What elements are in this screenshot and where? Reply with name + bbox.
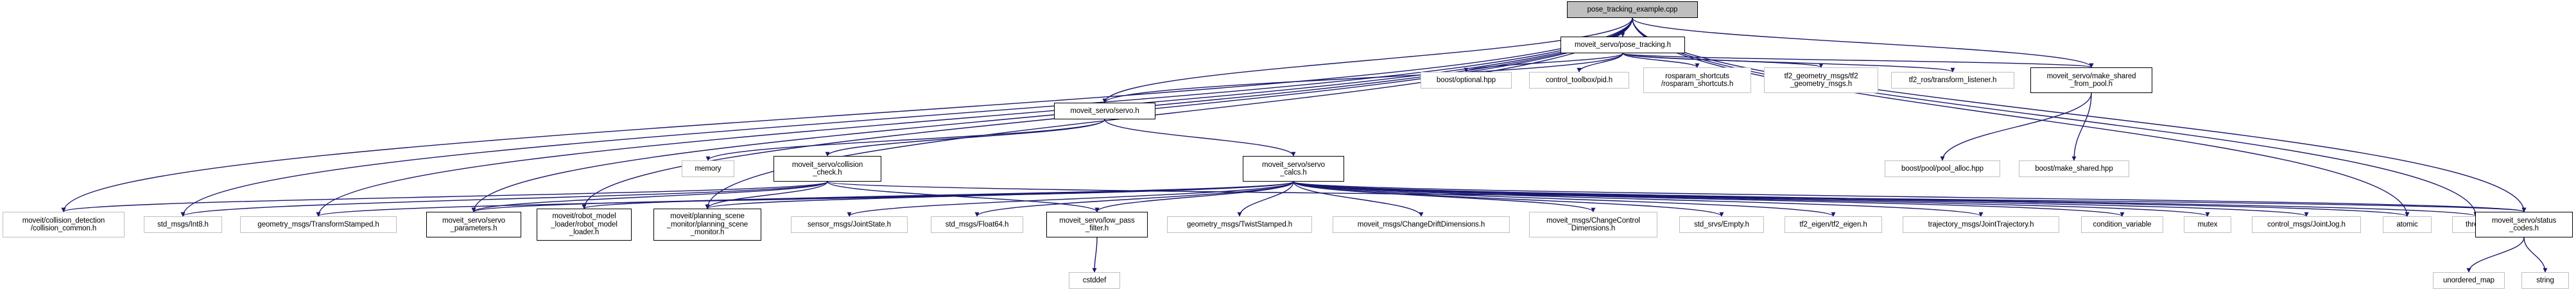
graph-edge (61, 181, 828, 212)
graph-node-servo_calcs[interactable]: moveit_servo/servo _calcs.h (1243, 156, 1344, 182)
graph-node-status_codes[interactable]: moveit_servo/status _codes.h (2475, 212, 2573, 237)
graph-node-tf2_eigen[interactable]: tf2_eigen/tf2_eigen.h (1785, 216, 1882, 233)
graph-edge (1237, 181, 1294, 217)
graph-edge (1293, 181, 1424, 217)
graph-node-traj_msgs[interactable]: trajectory_msgs/JointTrajectory.h (1903, 216, 2059, 233)
graph-edge (316, 181, 1294, 217)
graph-edge (1293, 181, 2125, 217)
graph-node-rml[interactable]: moveit/robot_model _loader/robot_model _… (537, 209, 632, 241)
graph-node-tf2_ros_tl[interactable]: tf2_ros/transform_listener.h (1891, 72, 2014, 89)
graph-edge (61, 17, 1633, 212)
graph-node-float64[interactable]: std_msgs/Float64.h (931, 216, 1023, 233)
graph-node-make_shared[interactable]: moveit_servo/make_shared _from_pool.h (2030, 67, 2152, 93)
graph-edge (1092, 237, 1098, 273)
graph-edge (1293, 181, 1836, 217)
graph-node-boost_msh[interactable]: boost/make_shared.hpp (2019, 160, 2129, 177)
graph-node-collision_check[interactable]: moveit_servo/collision _check.h (774, 156, 881, 182)
graph-node-std_int8[interactable]: std_msgs/Int8.h (144, 216, 222, 233)
graph-edge (1102, 17, 1633, 103)
graph-node-low_pass[interactable]: moveit_servo/low_pass _filter.h (1046, 212, 1148, 237)
graph-node-control_msgs[interactable]: control_msgs/JointJog.h (2252, 216, 2361, 233)
graph-node-servo_h[interactable]: moveit_servo/servo.h (1054, 103, 1155, 119)
graph-edge (180, 17, 1633, 217)
graph-node-cond_var[interactable]: condition_variable (2081, 216, 2163, 233)
graph-edge (1293, 181, 1984, 217)
graph-node-pool_alloc[interactable]: boost/pool/pool_alloc.hpp (1885, 160, 2000, 177)
graph-node-cstddef[interactable]: cstddef (1069, 272, 1120, 289)
graph-node-servo_params[interactable]: moveit_servo/servo _parameters.h (426, 212, 521, 237)
graph-node-collision_common[interactable]: moveit/collision_detection /collision_co… (3, 212, 125, 237)
graph-node-change_drift[interactable]: moveit_msgs/ChangeDriftDimensions.h (1333, 216, 1510, 233)
graph-node-string[interactable]: string (2521, 272, 2569, 289)
graph-node-rosparam[interactable]: rosparam_shortcuts /rosparam_shortcuts.h (1643, 67, 1751, 93)
graph-edge (471, 181, 828, 212)
graph-edge (1104, 119, 1296, 157)
graph-edge (1577, 53, 1623, 73)
graph-edge (1632, 17, 2094, 68)
graph-node-atomic[interactable]: atomic (2383, 216, 2432, 233)
graph-node-tf2_geom[interactable]: tf2_geometry_msgs/tf2 _geometry_msgs.h (1764, 67, 1878, 93)
graph-node-twist_stamped[interactable]: geometry_msgs/TwistStamped.h (1167, 216, 1312, 233)
graph-node-change_control[interactable]: moveit_msgs/ChangeControl Dimensions.h (1529, 212, 1657, 237)
graph-edge (1293, 181, 1596, 212)
graph-edge (705, 119, 1105, 161)
graph-edge (847, 181, 1294, 217)
graph-edge (1293, 181, 2410, 217)
graph-edge (2523, 237, 2548, 273)
graph-edge (1293, 181, 2309, 217)
graph-node-root[interactable]: pose_tracking_example.cpp (1567, 1, 1698, 18)
graph-edge (1620, 17, 1633, 37)
graph-edge (1632, 17, 2410, 217)
graph-node-boost_optional[interactable]: boost/optional.hpp (1421, 72, 1512, 89)
graph-edge (471, 17, 1633, 212)
graph-edge (1094, 181, 1294, 212)
graph-edge (1293, 181, 2478, 217)
graph-edge (1632, 17, 2478, 217)
graph-edge (2071, 92, 2092, 161)
graph-edge (1632, 17, 2527, 212)
graph-edge (471, 181, 1294, 212)
graph-node-control_toolbox[interactable]: control_toolbox/pid.h (1529, 72, 1629, 89)
graph-node-unordered_map[interactable]: unordered_map (2433, 272, 2505, 289)
graph-edge (316, 17, 1633, 217)
graph-node-psm[interactable]: moveit/planning_scene _monitor/planning_… (653, 209, 761, 241)
graph-edge (825, 119, 1105, 157)
graph-edge (1293, 181, 1724, 217)
graph-edge (827, 181, 1100, 212)
graph-edge (1293, 181, 2210, 217)
graph-edge (705, 181, 1294, 209)
graph-edge (1464, 53, 1623, 73)
graph-node-memory[interactable]: memory (682, 160, 734, 177)
graph-node-std_srvs[interactable]: std_srvs/Empty.h (1679, 216, 1764, 233)
graph-edge (705, 181, 828, 209)
graph-node-pose_tracking[interactable]: moveit_servo/pose_tracking.h (1560, 37, 1685, 53)
graph-edge (582, 181, 1294, 209)
graph-edge (827, 181, 2526, 212)
graph-node-mutex[interactable]: mutex (2184, 216, 2231, 233)
graph-edge (1622, 53, 1824, 68)
graph-edge (2466, 237, 2525, 273)
graph-node-joint_state[interactable]: sensor_msgs/JointState.h (791, 216, 908, 233)
graph-edge (1622, 53, 1700, 68)
graph-edge (1293, 181, 2526, 212)
graph-edge (1940, 92, 2092, 161)
graph-edge (974, 181, 1294, 217)
graph-node-geom_ts[interactable]: geometry_msgs/TransformStamped.h (240, 216, 397, 233)
graph-edge (1622, 53, 2094, 68)
